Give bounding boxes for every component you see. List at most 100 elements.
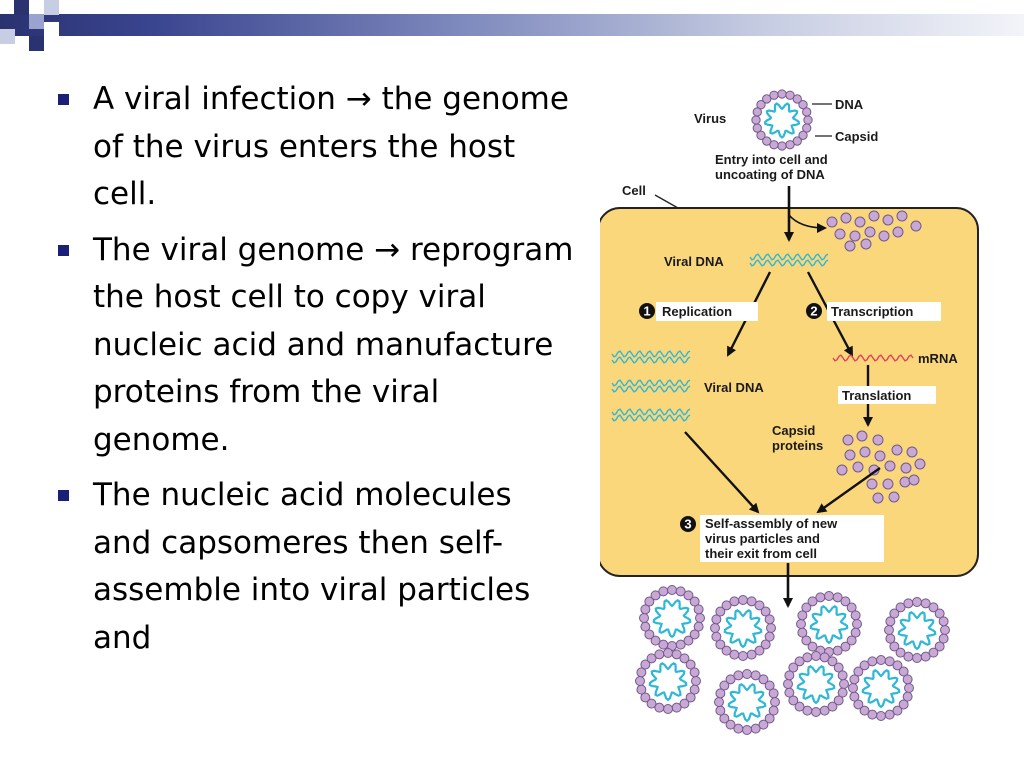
capsomere-bead — [742, 725, 752, 735]
capsomere-bead — [783, 679, 793, 689]
capsomere-bead — [885, 633, 896, 644]
virus-dna-coil — [897, 610, 937, 651]
replicated-dna — [611, 350, 691, 422]
step3-label: virus particles and — [705, 531, 820, 546]
capsomere-bead — [837, 670, 848, 681]
bullet-item: The nucleic acid molecules and capsomere… — [55, 472, 575, 662]
capsomere-bead — [710, 623, 720, 633]
dna-strand-line — [611, 414, 691, 422]
capsomere-bead — [733, 723, 744, 734]
capsomere-bead — [840, 641, 851, 652]
capsomere-bead — [721, 645, 732, 656]
capsomere-bead — [788, 662, 799, 673]
capsomere-bead — [650, 635, 661, 646]
capsomere-bead — [714, 697, 724, 707]
capsomere-bead — [824, 591, 834, 601]
capsomere-bead — [725, 674, 736, 685]
step3-number: 3 — [684, 517, 691, 532]
capsomere-bead — [807, 641, 818, 652]
capsomere-bead — [867, 709, 878, 720]
capsomere-bead — [840, 212, 852, 224]
capsomere-bead — [856, 430, 868, 442]
capsomere-bead — [815, 592, 826, 603]
capsomere-bead — [654, 649, 665, 660]
capsomere-bead — [691, 676, 701, 686]
capsomere-bead — [750, 723, 761, 734]
capsomere-bead — [908, 474, 920, 486]
capsomere-bead — [899, 476, 911, 488]
cell-pointer-line — [654, 194, 679, 209]
capsomere-bead — [833, 695, 844, 706]
capsomere-bead — [721, 600, 732, 611]
capsomere-bead — [766, 623, 776, 633]
capsomere-bead — [764, 614, 775, 625]
capsomere-bead — [675, 586, 686, 597]
virus-dna-coil — [727, 682, 767, 723]
capsomere-bead — [762, 94, 772, 104]
virus-replication-diagram: Cell Virus DNA Capsid Entry into cell an… — [600, 80, 1020, 760]
capsomere-bead — [928, 602, 939, 613]
capsomere-bead — [802, 652, 813, 663]
capsomere-bead — [742, 669, 752, 679]
capsomere-bead — [685, 659, 696, 670]
capsomere-bead — [715, 705, 726, 716]
viral-dna-label: Viral DNA — [664, 254, 724, 269]
capsomere-bead — [715, 688, 726, 699]
translation-label: Translation — [842, 388, 911, 403]
assembly-arrow-right — [816, 467, 881, 514]
capsomere-bead — [832, 592, 843, 603]
capsomere-bead — [738, 595, 748, 605]
capsomere-bead — [693, 604, 704, 615]
capsomere-bead — [794, 656, 805, 667]
virus-dna-coil — [796, 664, 836, 705]
capsomere-bead — [663, 648, 673, 658]
capsomere-bead — [852, 619, 862, 629]
capsomere-bead — [867, 656, 878, 667]
dna-strand-line — [749, 259, 829, 267]
decor-square — [14, 0, 29, 15]
capsomere-bead — [852, 461, 864, 473]
capsomere-bead — [846, 635, 857, 646]
capsomere-bead — [898, 666, 909, 677]
mrna-strand — [832, 354, 914, 362]
capsomere-bead — [636, 667, 647, 678]
capsomere-bead — [785, 140, 795, 150]
capsomere-bead — [902, 674, 913, 685]
capsomere-bead — [882, 214, 894, 226]
capsomere-bead — [885, 616, 896, 627]
capsomere-bead — [859, 705, 870, 716]
capsomere-bead — [769, 140, 779, 150]
virus-label: Virus — [694, 111, 726, 126]
capsomere-bead — [746, 596, 757, 607]
capsomere-bead — [764, 713, 775, 724]
capsomere-bead — [715, 606, 726, 617]
bullet-item: A viral infection → the genome of the vi… — [55, 76, 575, 219]
capsomere-bead — [874, 450, 886, 462]
capsomere-bead — [888, 491, 900, 503]
capsomere-bead — [777, 141, 787, 151]
capsomere-bead — [802, 107, 812, 117]
capsomere-bead — [892, 226, 904, 238]
capsomere-bead — [729, 649, 740, 660]
capsomere-bead — [849, 230, 861, 242]
capsomere-bead — [878, 230, 890, 242]
capsomere-bead — [640, 604, 651, 615]
capsomere-bead — [826, 216, 838, 228]
capsomere-bead — [811, 651, 821, 661]
capsomere-bead — [840, 596, 851, 607]
capsomere-bead — [784, 670, 795, 681]
capsomere-bead — [938, 616, 949, 627]
capsomere-bead — [853, 666, 864, 677]
capsomere-bead — [711, 614, 722, 625]
step1-label: Replication — [662, 304, 732, 319]
capsomere-bead — [876, 711, 886, 721]
step3-label: Self-assembly of new — [705, 516, 838, 531]
capsomere-bead — [803, 115, 813, 125]
step2-number: 2 — [810, 304, 817, 319]
capsomere-bead — [769, 90, 779, 100]
capsomere-bead — [834, 228, 846, 240]
capsomere-bead — [693, 621, 704, 632]
capsomere-bead — [914, 458, 926, 470]
capsomere-bead — [900, 462, 912, 474]
virus-dna-coil — [648, 661, 688, 702]
